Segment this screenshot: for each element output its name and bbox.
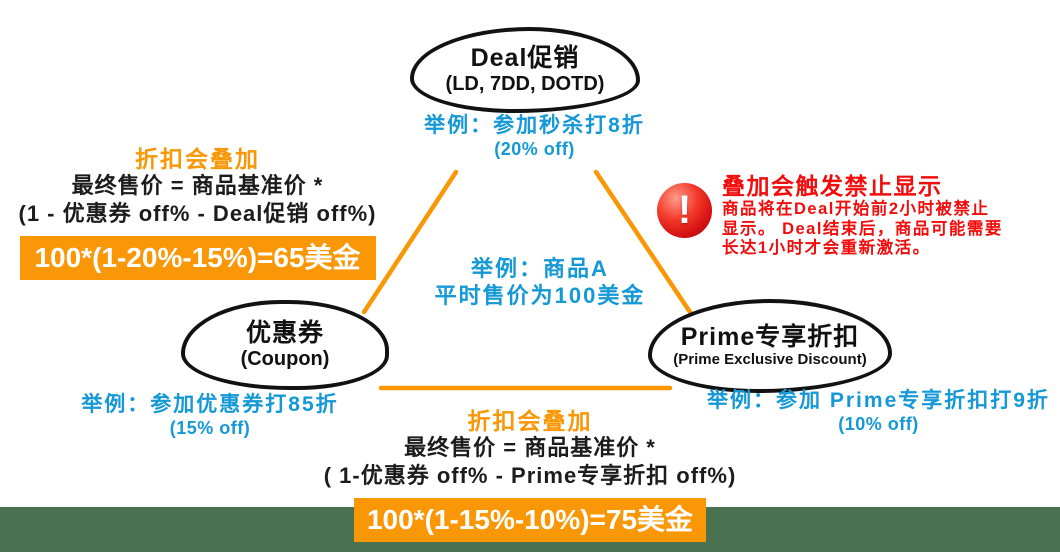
warning-body-line2: 显示。 Deal结束后，商品可能需要 bbox=[722, 219, 1003, 238]
node-deal-title: Deal促销 bbox=[470, 44, 580, 72]
stack-note-coupon-prime-formula1: 最终售价 = 商品基准价 * bbox=[404, 435, 656, 460]
result-badge-coupon-deal: 100*(1-20%-15%)=65美金 bbox=[19, 236, 376, 280]
warning-body-line1: 商品将在Deal开始前2小时被禁止 bbox=[722, 200, 990, 218]
warning-note: 叠加会触发禁止显示 商品将在Deal开始前2小时被禁止 显示。 Deal结束后，… bbox=[722, 173, 1057, 259]
prime-example: 举例：参加 Prime专享折扣打9折 (10% off) bbox=[697, 388, 1060, 435]
center-example-line1: 举例：商品A bbox=[471, 256, 609, 281]
alert-icon: ! bbox=[657, 183, 712, 238]
stack-note-coupon-prime-formula2: ( 1-优惠券 off% - Prime专享折扣 off%) bbox=[323, 463, 737, 488]
warning-title: 叠加会触发禁止显示 bbox=[722, 173, 943, 199]
prime-example-off: (10% off) bbox=[838, 414, 919, 434]
deal-example-off: (20% off) bbox=[494, 139, 575, 159]
coupon-example-text: 举例：参加优惠券打85折 bbox=[81, 393, 339, 416]
center-example: 举例：商品A 平时售价为100美金 bbox=[395, 255, 685, 309]
node-prime-title: Prime专享折扣 bbox=[680, 323, 860, 351]
center-example-line2: 平时售价为100美金 bbox=[434, 283, 646, 308]
stack-note-coupon-prime: 折扣会叠加 最终售价 = 商品基准价 * ( 1-优惠券 off% - Prim… bbox=[320, 408, 740, 542]
node-coupon: 优惠券 (Coupon) bbox=[181, 300, 389, 390]
coupon-example-off: (15% off) bbox=[169, 418, 251, 438]
node-deal: Deal促销 (LD, 7DD, DOTD) bbox=[410, 27, 640, 113]
result-badge-coupon-prime: 100*(1-15%-10%)=75美金 bbox=[354, 498, 706, 542]
alert-icon-glyph: ! bbox=[677, 188, 692, 232]
node-deal-subtitle: (LD, 7DD, DOTD) bbox=[445, 73, 605, 95]
node-prime-subtitle: (Prime Exclusive Discount) bbox=[673, 351, 867, 368]
deal-example: 举例：参加秒杀打8折 (20% off) bbox=[372, 113, 697, 160]
coupon-example: 举例：参加优惠券打85折 (15% off) bbox=[35, 392, 385, 439]
node-prime: Prime专享折扣 (Prime Exclusive Discount) bbox=[648, 299, 892, 393]
stack-note-coupon-deal-formula1: 最终售价 = 商品基准价 * bbox=[71, 173, 324, 198]
stack-note-coupon-deal: 折扣会叠加 最终售价 = 商品基准价 * (1 - 优惠券 off% - Dea… bbox=[0, 146, 395, 280]
prime-example-text: 举例：参加 Prime专享折扣打9折 bbox=[707, 389, 1050, 412]
node-coupon-title: 优惠券 bbox=[245, 319, 324, 347]
warning-body-line3: 长达1小时才会重新激活。 bbox=[722, 239, 931, 257]
node-coupon-subtitle: (Coupon) bbox=[240, 348, 330, 370]
stack-note-coupon-deal-title: 折扣会叠加 bbox=[135, 146, 260, 172]
stack-note-coupon-prime-title: 折扣会叠加 bbox=[467, 408, 593, 434]
deal-example-text: 举例：参加秒杀打8折 bbox=[424, 114, 645, 137]
stack-note-coupon-deal-formula2: (1 - 优惠券 off% - Deal促销 off%) bbox=[18, 201, 377, 226]
